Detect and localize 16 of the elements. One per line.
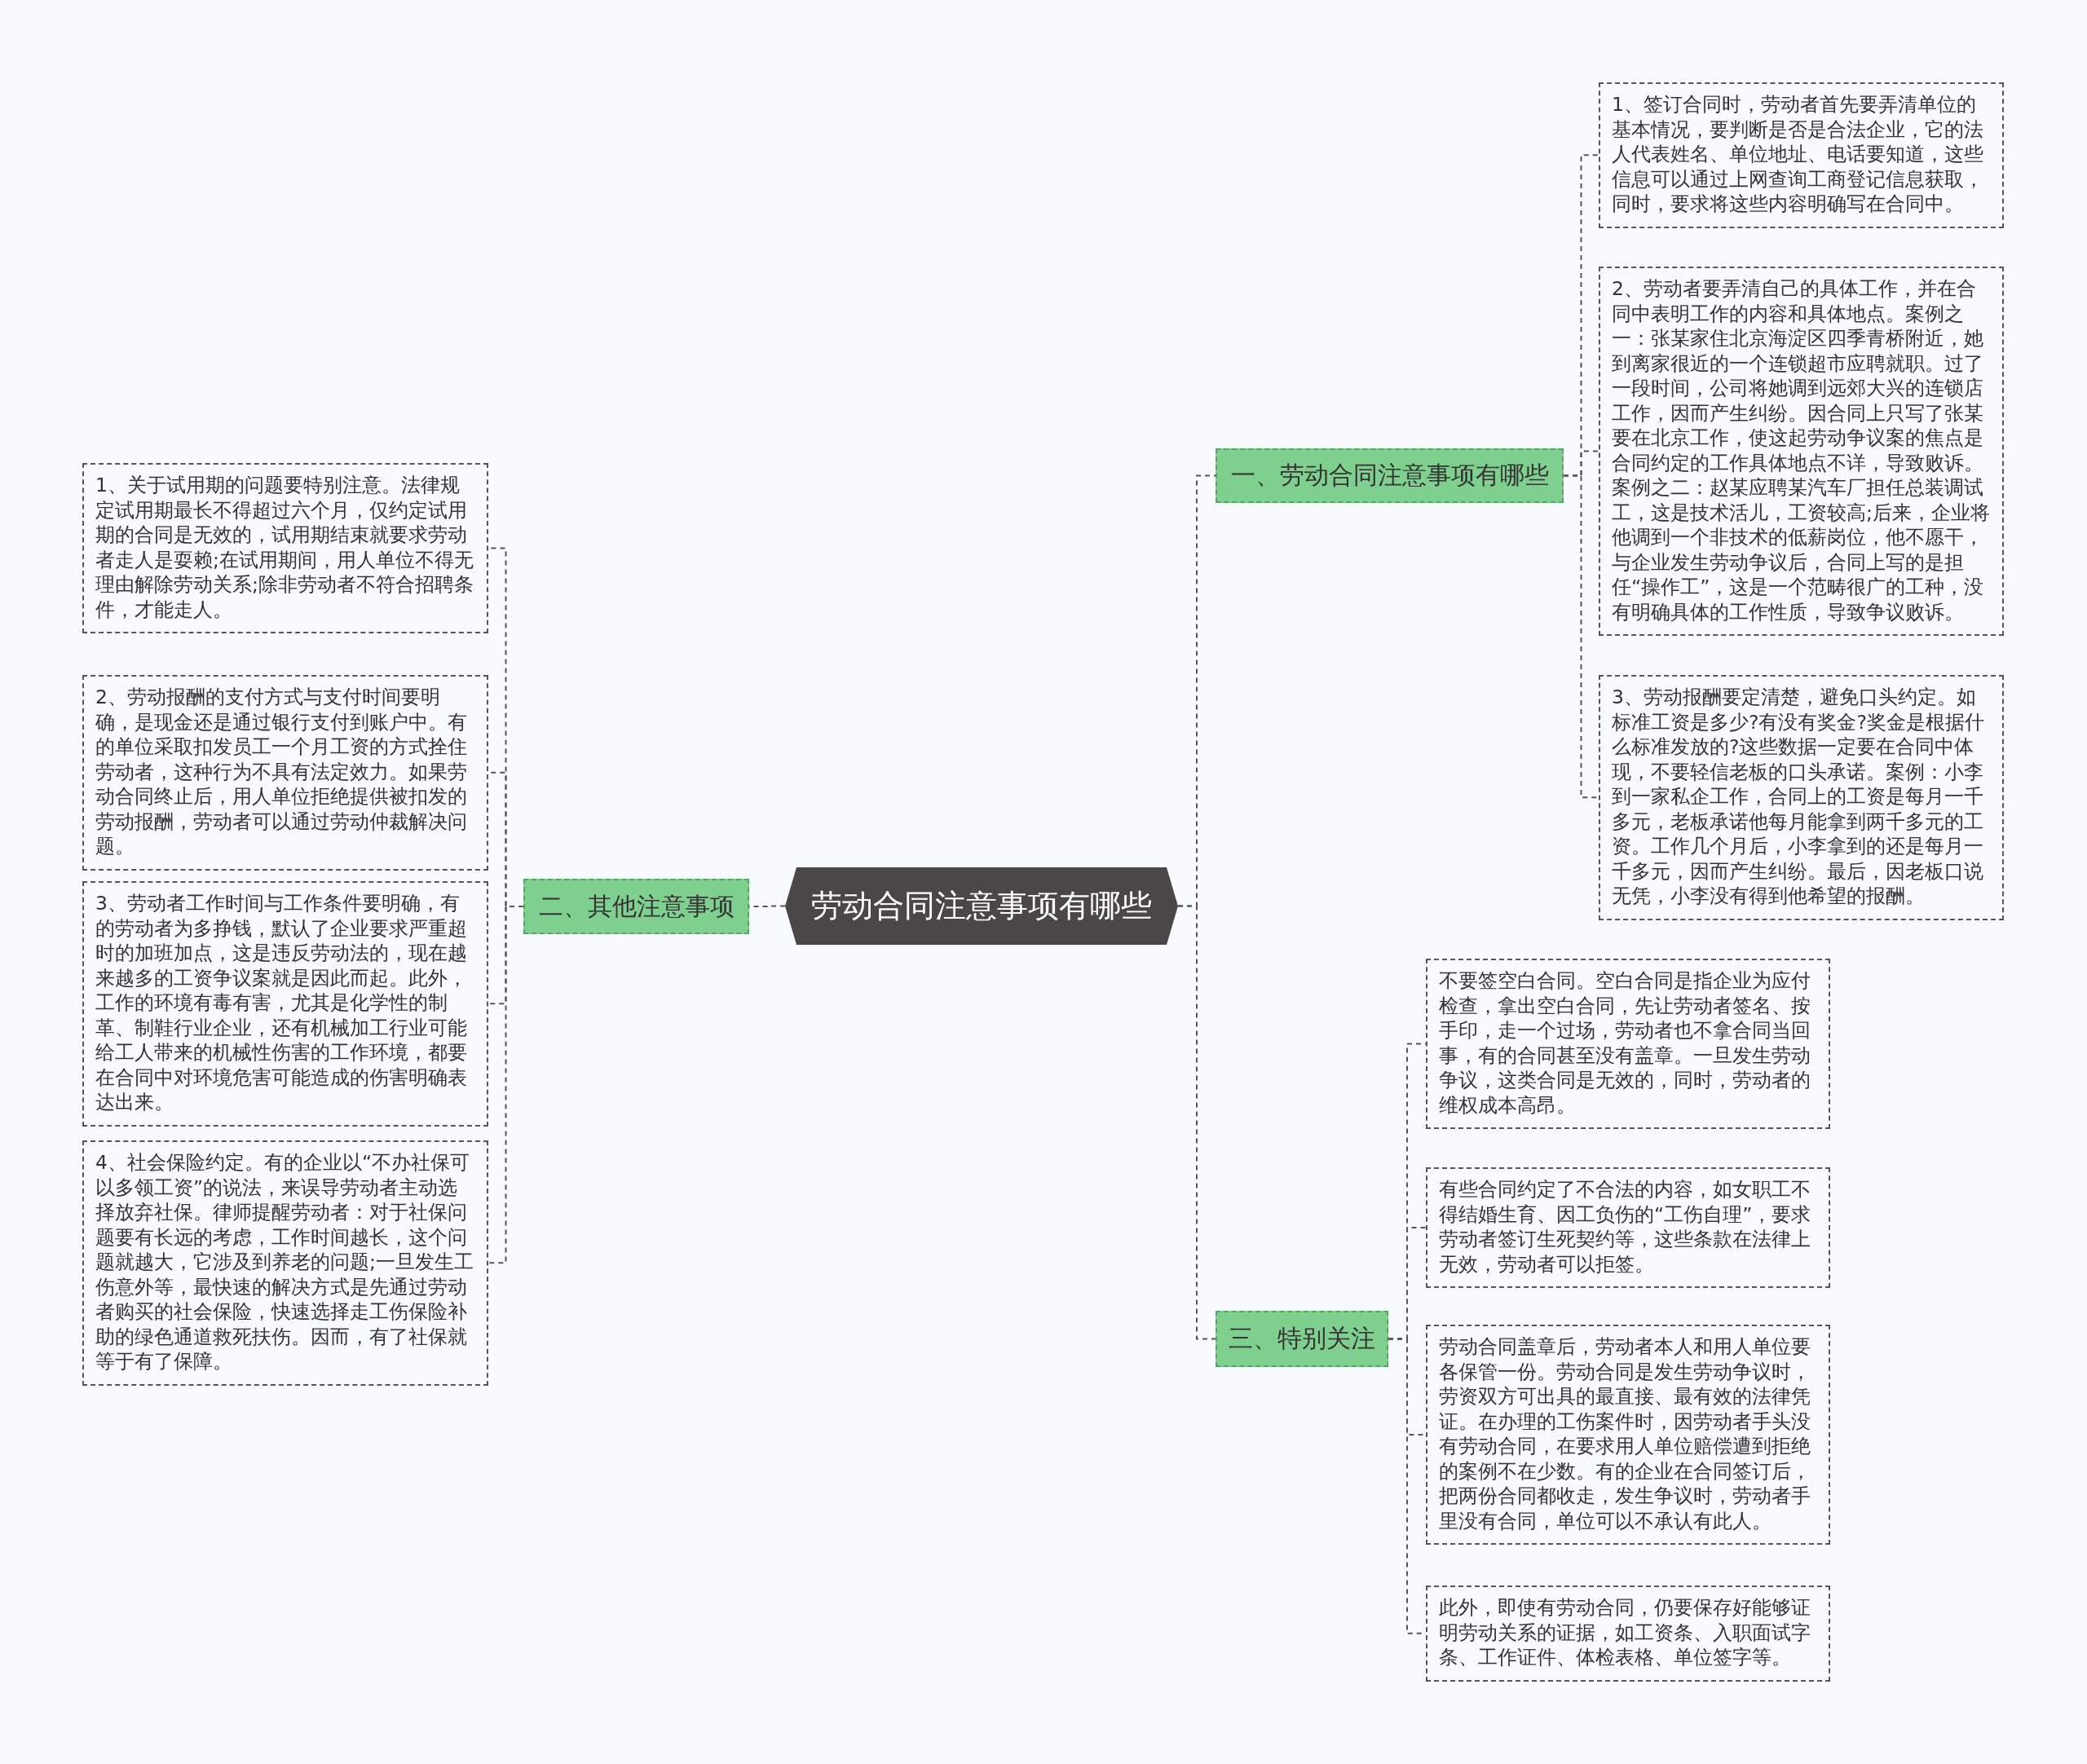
note-box: 劳动合同盖章后，劳动者本人和用人单位要各保管一份。劳动合同是发生劳动争议时，劳资双方可出具的最直接、最有效的法律凭证。在办理的工伤案件时，因劳动者手头没有劳动合同，在要求用人单位赔偿遭到拒绝的案例不在少数。有的企业在合同签订后，把两份合同都收走，发生争议时，劳动者手里没有合同，单位可以不承认有此人。 bbox=[1426, 1325, 1830, 1545]
note-box: 3、劳动报酬要定清楚，避免口头约定。如标准工资是多少?有没有奖金?奖金是根据什么标准发放的?这些数据一定要在合同中体现，不要轻信老板的口头承诺。案例：小李到一家私企工作，合同上的工资是每月一千多元，老板承诺他每月能拿到两千多元的工资。工作几个月后，小李拿到的还是每月一千多元，因而产生纠纷。最后，因老板口说无凭，小李没有得到他希望的报酬。 bbox=[1599, 675, 2004, 920]
connector-line bbox=[1177, 905, 1216, 1340]
topic-box: 三、特别关注 bbox=[1216, 1311, 1388, 1367]
note-box: 1、关于试用期的问题要特别注意。法律规定试用期最长不得超过六个月，仅约定试用期的合同是无效的，试用期结束就要求劳动者走人是耍赖;在试用期间，用人单位不得无理由解除劳动关系;除非劳动者不符合招聘条件，才能走人。 bbox=[82, 463, 488, 633]
note-box: 有些合同约定了不合法的内容，如女职工不得结婚生育、因工负伤的“工伤自理”，要求劳动者签订生死契约等，这些条款在法律上无效，劳动者可以拒签。 bbox=[1426, 1167, 1830, 1288]
note-box: 3、劳动者工作时间与工作条件要明确，有的劳动者为多挣钱，默认了企业要求严重超时的加班加点，这是违反劳动法的，现在越来越多的工资争议案就是因此而起。此外，工作的环境有毒有害，尤其是化学性的制革、制鞋行业企业，还有机械加工行业可能给工人带来的机械性伤害的工作环境，都要在合同中对环境危害可能造成的伤害明确表达出来。 bbox=[82, 881, 488, 1127]
note-box: 此外，即使有劳动合同，仍要保存好能够证明劳动关系的证据，如工资条、入职面试字条、工作证件、体检表格、单位签字等。 bbox=[1426, 1585, 1830, 1682]
central-topic: 劳动合同注意事项有哪些 bbox=[785, 867, 1178, 945]
note-box: 4、社会保险约定。有的企业以“不办社保可以多领工资”的说法，来误导劳动者主动选择放弃社保。律师提醒劳动者：对于社保问题要有长远的考虑，工作时间越长，这个问题就越大，它涉及到养老的问题;一旦发生工伤意外等，最快速的解决方式是先通过劳动者购买的社会保险，快速选择走工伤保险补助的绿色通道救死扶伤。因而，有了社保就等于有了保障。 bbox=[82, 1140, 488, 1386]
note-box: 2、劳动者要弄清自己的具体工作，并在合同中表明工作的内容和具体地点。案例之一：张某家住北京海淀区四季青桥附近，她到离家很近的一个连锁超市应聘就职。过了一段时间，公司将她调到远郊大兴的连锁店工作，因而产生纠纷。因合同上只写了张某要在北京工作，使这起劳动争议案的焦点是合同约定的工作具体地点不详，导致败诉。案例之二：赵某应聘某汽车厂担任总装调试工，这是技术活儿，工资较高;后来，企业将他调到一个非技术的低薪岗位，他不愿干，与企业发生劳动争议后，合同上写的是担任“操作工”，这是一个范畴很广的工种，没有明确具体的工作性质，导致争议败诉。 bbox=[1599, 267, 2004, 636]
note-box: 2、劳动报酬的支付方式与支付时间要明确，是现金还是通过银行支付到账户中。有的单位采取扣发员工一个月工资的方式拴住劳动者，这种行为不具有法定效力。如果劳动合同终止后，用人单位拒绝提供被扣发的劳动报酬，劳动者可以通过劳动仲裁解决问题。 bbox=[82, 675, 488, 871]
note-box: 不要签空白合同。空白合同是指企业为应付检查，拿出空白合同，先让劳动者签名、按手印，走一个过场，劳动者也不拿合同当回事，有的合同甚至没有盖章。一旦发生劳动争议，这类合同是无效的，同时，劳动者的维权成本高昂。 bbox=[1426, 959, 1830, 1129]
note-box: 1、签订合同时，劳动者首先要弄清单位的基本情况，要判断是否是合法企业，它的法人代表姓名、单位地址、电话要知道，这些信息可以通过上网查询工商登记信息获取，同时，要求将这些内容明确写在合同中。 bbox=[1599, 82, 2004, 228]
topic-box: 二、其他注意事项 bbox=[523, 879, 749, 934]
topic-box: 一、劳动合同注意事项有哪些 bbox=[1216, 448, 1564, 503]
